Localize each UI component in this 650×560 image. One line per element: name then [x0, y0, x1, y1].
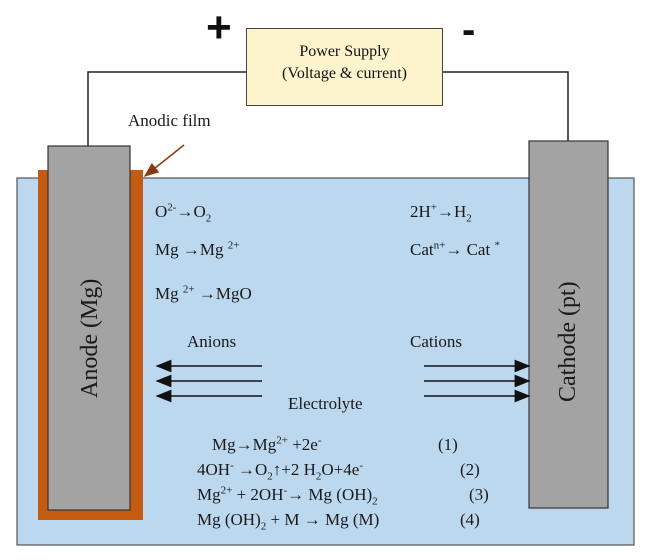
cathode-label: Cathode (pt) — [555, 281, 581, 402]
anodic-film-label: Anodic film — [128, 111, 211, 130]
equation-1: Mg→Mg2+ +2e- — [212, 434, 322, 454]
anions-label: Anions — [187, 332, 237, 351]
equation-4-number: (4) — [460, 510, 480, 529]
electrolyte-label: Electrolyte — [288, 394, 363, 413]
anode-label: Anode (Mg) — [77, 278, 103, 398]
power-supply-title: Power Supply — [299, 43, 390, 60]
cathode-electrode — [528, 140, 609, 509]
cathode-reaction-2: Catn+→ Cat * — [410, 239, 500, 259]
power-supply-subtitle: (Voltage & current) — [282, 65, 407, 82]
equation-3-number: (3) — [469, 485, 489, 504]
equation-3: Mg2+ + 2OH-→ Mg (OH)2 — [197, 484, 378, 508]
anode-reaction-1: O2-→O2 — [155, 201, 212, 225]
anodic-film-pointer — [143, 144, 185, 177]
cathode-reaction-1: 2H+→H2 — [410, 201, 472, 225]
minus-sign: - — [462, 8, 476, 52]
anode-reaction-2: Mg →Mg 2+ — [155, 239, 240, 259]
anode-electrode — [47, 145, 131, 511]
equation-4: Mg (OH)2 + M → Mg (M) — [197, 510, 380, 533]
equation-2: 4OH- →O2↑+2 H2O+4e- — [197, 459, 363, 483]
plus-sign: + — [206, 3, 232, 52]
equation-1-number: (1) — [438, 435, 458, 454]
equation-2-number: (2) — [460, 460, 480, 479]
anode-wire — [87, 71, 246, 146]
anode-reaction-3: Mg 2+ →MgO — [155, 283, 252, 303]
power-supply-box: Power Supply (Voltage & current) — [246, 28, 443, 106]
cations-label: Cations — [410, 332, 462, 351]
cathode-wire — [443, 71, 569, 141]
